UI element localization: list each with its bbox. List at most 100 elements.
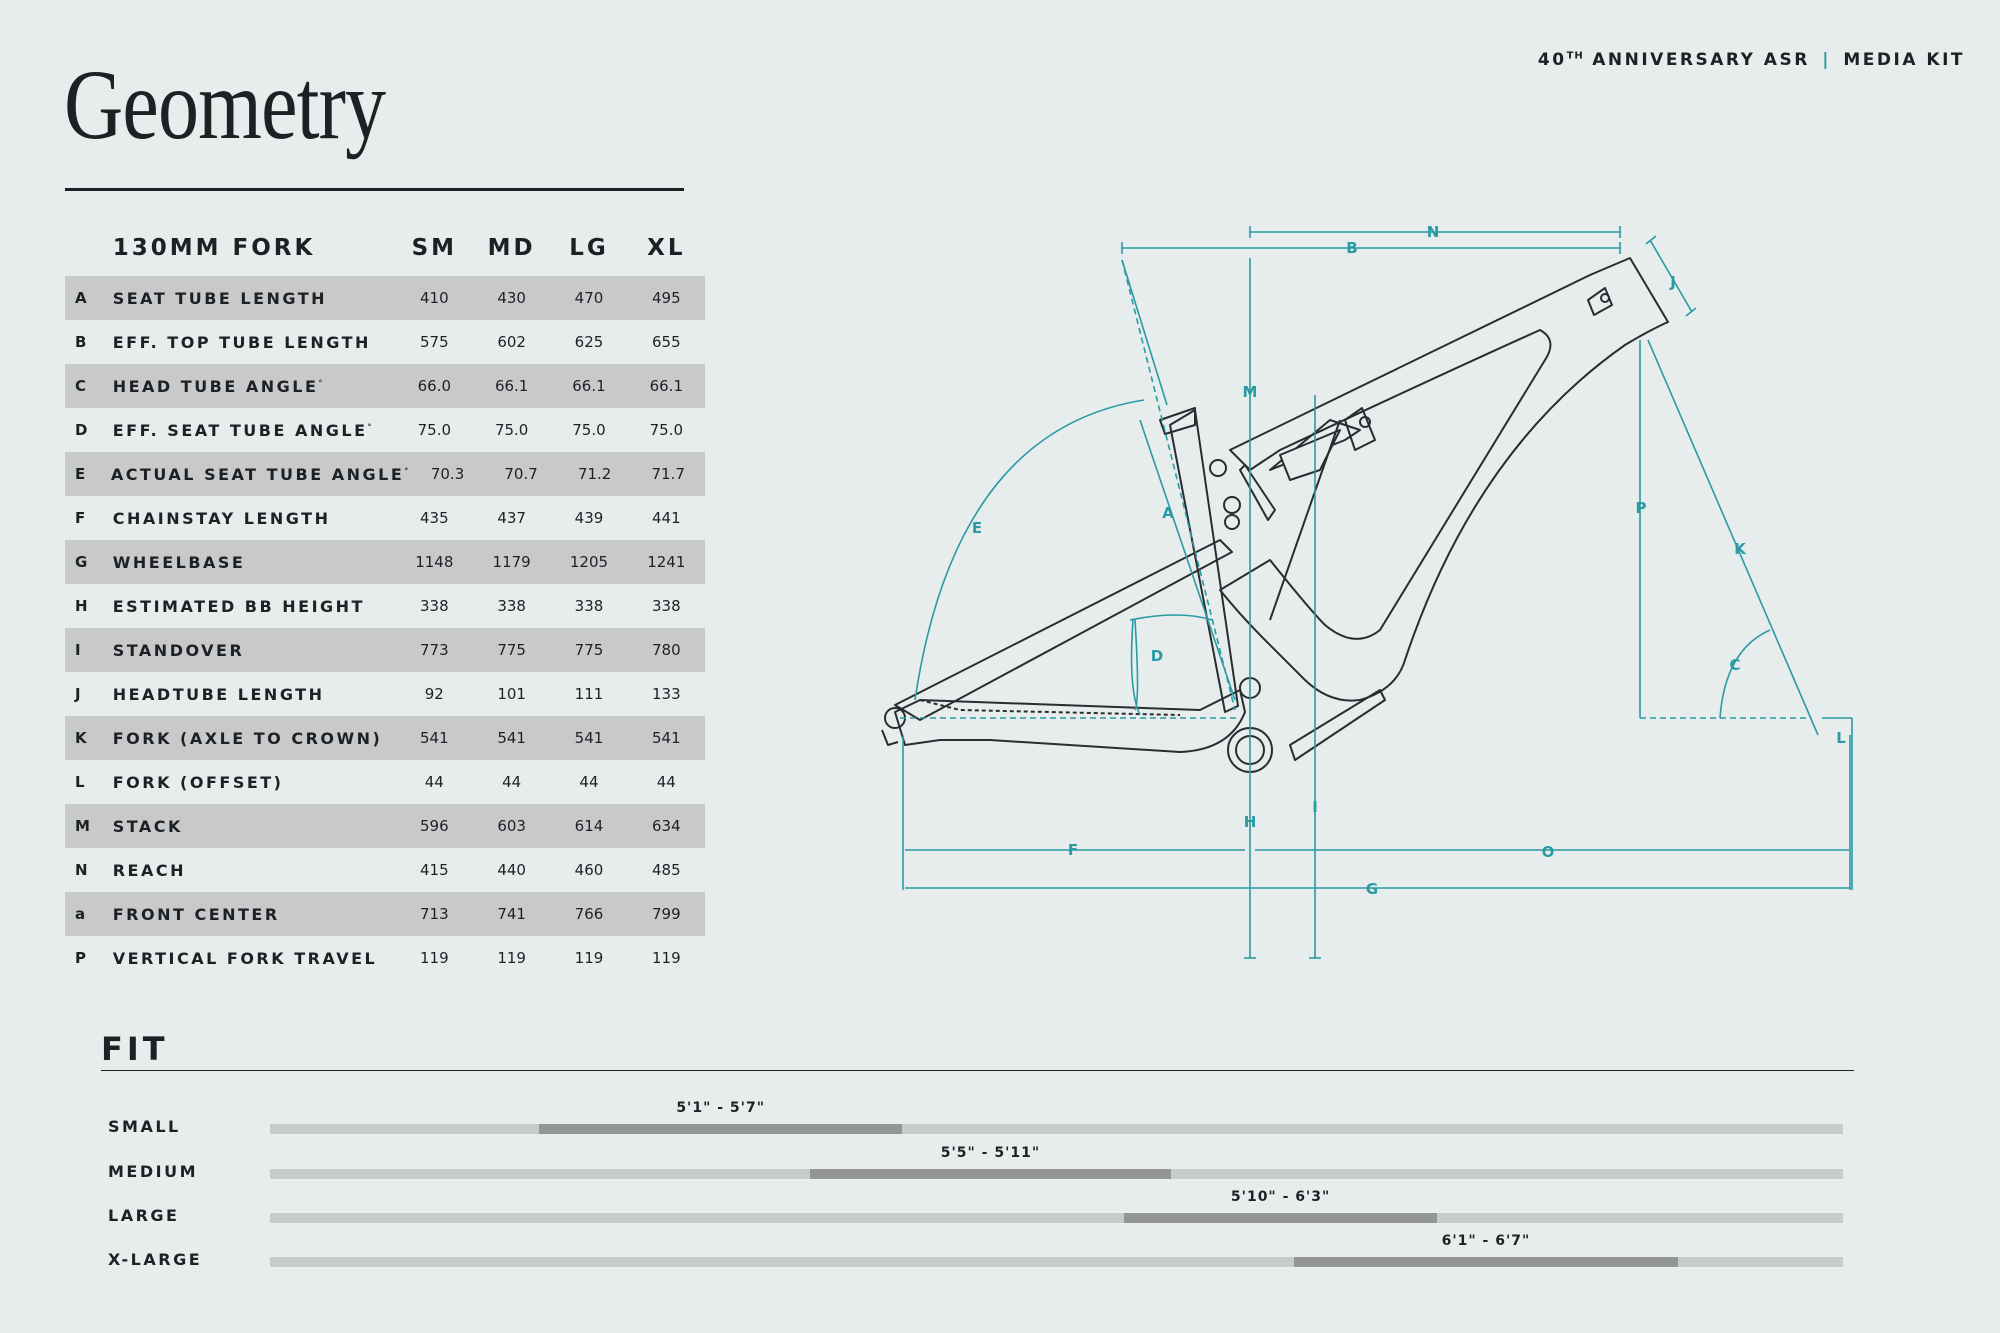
- row-value: 119: [574, 949, 604, 967]
- fit-size-label: SMALL: [108, 1117, 181, 1136]
- row-value: 119: [497, 949, 526, 967]
- row-value: 430: [497, 289, 526, 307]
- row-value: 780: [651, 641, 681, 659]
- row-value: 71.7: [651, 465, 685, 483]
- dim-k-line: [1647, 339, 1819, 736]
- row-value: 439: [574, 509, 604, 527]
- row-value: 625: [574, 333, 604, 351]
- row-label-text: EFF. SEAT TUBE ANGLE: [112, 420, 368, 440]
- row-label: FORK (AXLE TO CROWN): [113, 729, 396, 748]
- header-kit: MEDIA KIT: [1843, 50, 1965, 70]
- seat-stay: [894, 539, 1233, 721]
- dimension-lines: [900, 226, 1853, 959]
- row-label-text: STANDOVER: [112, 640, 245, 660]
- dropout: [881, 729, 899, 746]
- row-label: ESTIMATED BB HEIGHT: [113, 597, 396, 616]
- fit-range-label: 5'10" - 6'3": [1230, 1189, 1331, 1205]
- row-value: 338: [574, 597, 604, 615]
- row-letter: D: [75, 421, 88, 439]
- row-value: 713: [420, 905, 449, 923]
- row-value: 133: [651, 685, 681, 703]
- fit-row: SMALL 5'1" - 5'7": [0, 1100, 2000, 1143]
- row-letter: K: [75, 729, 87, 747]
- label-h: H: [1244, 813, 1257, 831]
- rocker-link: [1239, 464, 1276, 521]
- row-label: REACH: [113, 861, 396, 880]
- row-value: 70.7: [504, 465, 538, 483]
- row-value: 470: [574, 289, 604, 307]
- fit-track: 5'1" - 5'7": [270, 1100, 1843, 1134]
- row-letter: N: [75, 861, 88, 879]
- header-separator: |: [1822, 50, 1831, 70]
- label-d: D: [1151, 647, 1163, 665]
- label-k: K: [1734, 540, 1747, 558]
- header-fork: 130MM FORK: [112, 235, 316, 261]
- label-e: E: [972, 519, 982, 537]
- row-value: 44: [579, 773, 599, 791]
- row-value: 66.1: [572, 377, 606, 395]
- fit-divider: [101, 1070, 1854, 1071]
- header-main: ANNIVERSARY ASR: [1592, 50, 1810, 70]
- row-label: CHAINSTAY LENGTH: [113, 509, 396, 528]
- row-letter: J: [75, 685, 81, 703]
- fit-range-bar: [538, 1124, 903, 1134]
- fit-range-label: 5'5" - 5'11": [940, 1145, 1041, 1161]
- row-value: 541: [420, 729, 449, 747]
- row-label: SEAT TUBE LENGTH: [113, 289, 396, 308]
- headtube-badge-dot: [1600, 293, 1610, 303]
- dim-l-line: [1822, 717, 1853, 890]
- row-label-text: HEADTUBE LENGTH: [112, 684, 325, 704]
- row-value: 1205: [569, 553, 609, 571]
- fit-track: 5'5" - 5'11": [270, 1145, 1843, 1179]
- dim-e-arc: [914, 399, 1145, 701]
- row-letter: a: [75, 905, 86, 923]
- row-label: ACTUAL SEAT TUBE ANGLE°: [111, 465, 411, 484]
- lower-link-pivot: [1224, 514, 1240, 530]
- dim-j-ticks: [1645, 235, 1697, 317]
- row-label-text: HEAD TUBE ANGLE: [112, 376, 319, 396]
- row-value: 75.0: [572, 421, 606, 439]
- downtube-guard: [1289, 689, 1386, 761]
- dim-n-ticks: [1249, 226, 1621, 238]
- label-l: L: [1836, 729, 1846, 747]
- label-n: N: [1427, 223, 1440, 241]
- seat-collar: [1159, 407, 1196, 435]
- shock-mount-bolt: [1359, 416, 1371, 428]
- degree-symbol: °: [318, 378, 325, 388]
- row-value: 460: [574, 861, 604, 879]
- row-value: 119: [651, 949, 681, 967]
- headtube-badge: [1587, 287, 1613, 316]
- row-label: HEADTUBE LENGTH: [113, 685, 396, 704]
- row-value: 338: [497, 597, 526, 615]
- row-value: 66.0: [417, 377, 452, 395]
- row-label-text: FRONT CENTER: [112, 904, 280, 924]
- row-value: 541: [574, 729, 604, 747]
- dim-d-seat-line: [1121, 259, 1236, 711]
- header-title: 40TH ANNIVERSARY ASR | MEDIA KIT: [1538, 50, 1965, 70]
- page-title: Geometry: [64, 49, 386, 160]
- bike-frame: [881, 257, 1669, 773]
- row-value: 44: [424, 773, 444, 791]
- row-label-text: ACTUAL SEAT TUBE ANGLE: [110, 464, 405, 484]
- row-label: EFF. TOP TUBE LENGTH: [113, 333, 396, 352]
- row-letter: P: [75, 949, 86, 967]
- row-value: 741: [497, 905, 526, 923]
- row-letter: E: [75, 465, 86, 483]
- fit-range-bar: [1124, 1213, 1438, 1223]
- row-value: 1241: [647, 553, 686, 571]
- row-value: 75.0: [649, 421, 683, 439]
- row-label: FRONT CENTER: [113, 905, 396, 924]
- row-value: 775: [497, 641, 526, 659]
- degree-symbol: °: [367, 422, 375, 432]
- fit-range-bar: [1294, 1257, 1678, 1267]
- fit-range-bar: [809, 1169, 1172, 1179]
- row-letter: F: [75, 509, 86, 527]
- degree-symbol: °: [404, 466, 411, 476]
